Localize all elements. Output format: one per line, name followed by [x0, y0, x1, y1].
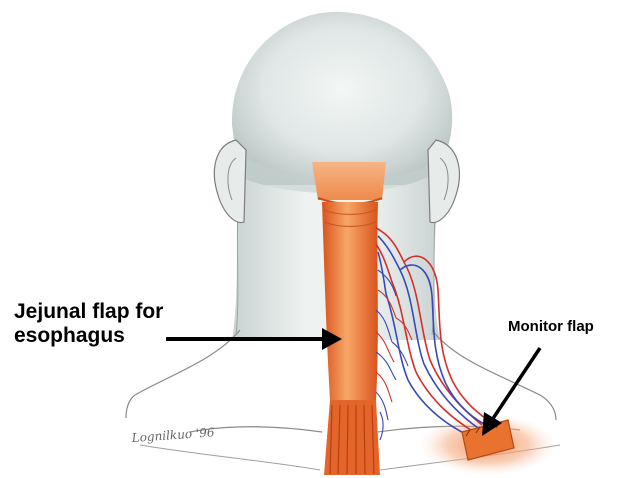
head-shape	[232, 12, 452, 185]
flap-top-anastomosis	[312, 162, 386, 200]
monitor-flap-label: Monitor flap	[508, 318, 594, 335]
jejunal-flap-label: Jejunal flap for esophagus	[14, 300, 163, 348]
left-ear	[214, 140, 246, 223]
jejunal-flap-label-line2: esophagus	[14, 324, 163, 348]
jejunal-flap-tube	[322, 202, 378, 400]
jejunal-flap-label-line1: Jejunal flap for	[14, 300, 163, 324]
right-ear	[428, 140, 459, 223]
chest-line	[140, 445, 320, 470]
artist-signature: Lognilkuo '96	[130, 425, 215, 445]
